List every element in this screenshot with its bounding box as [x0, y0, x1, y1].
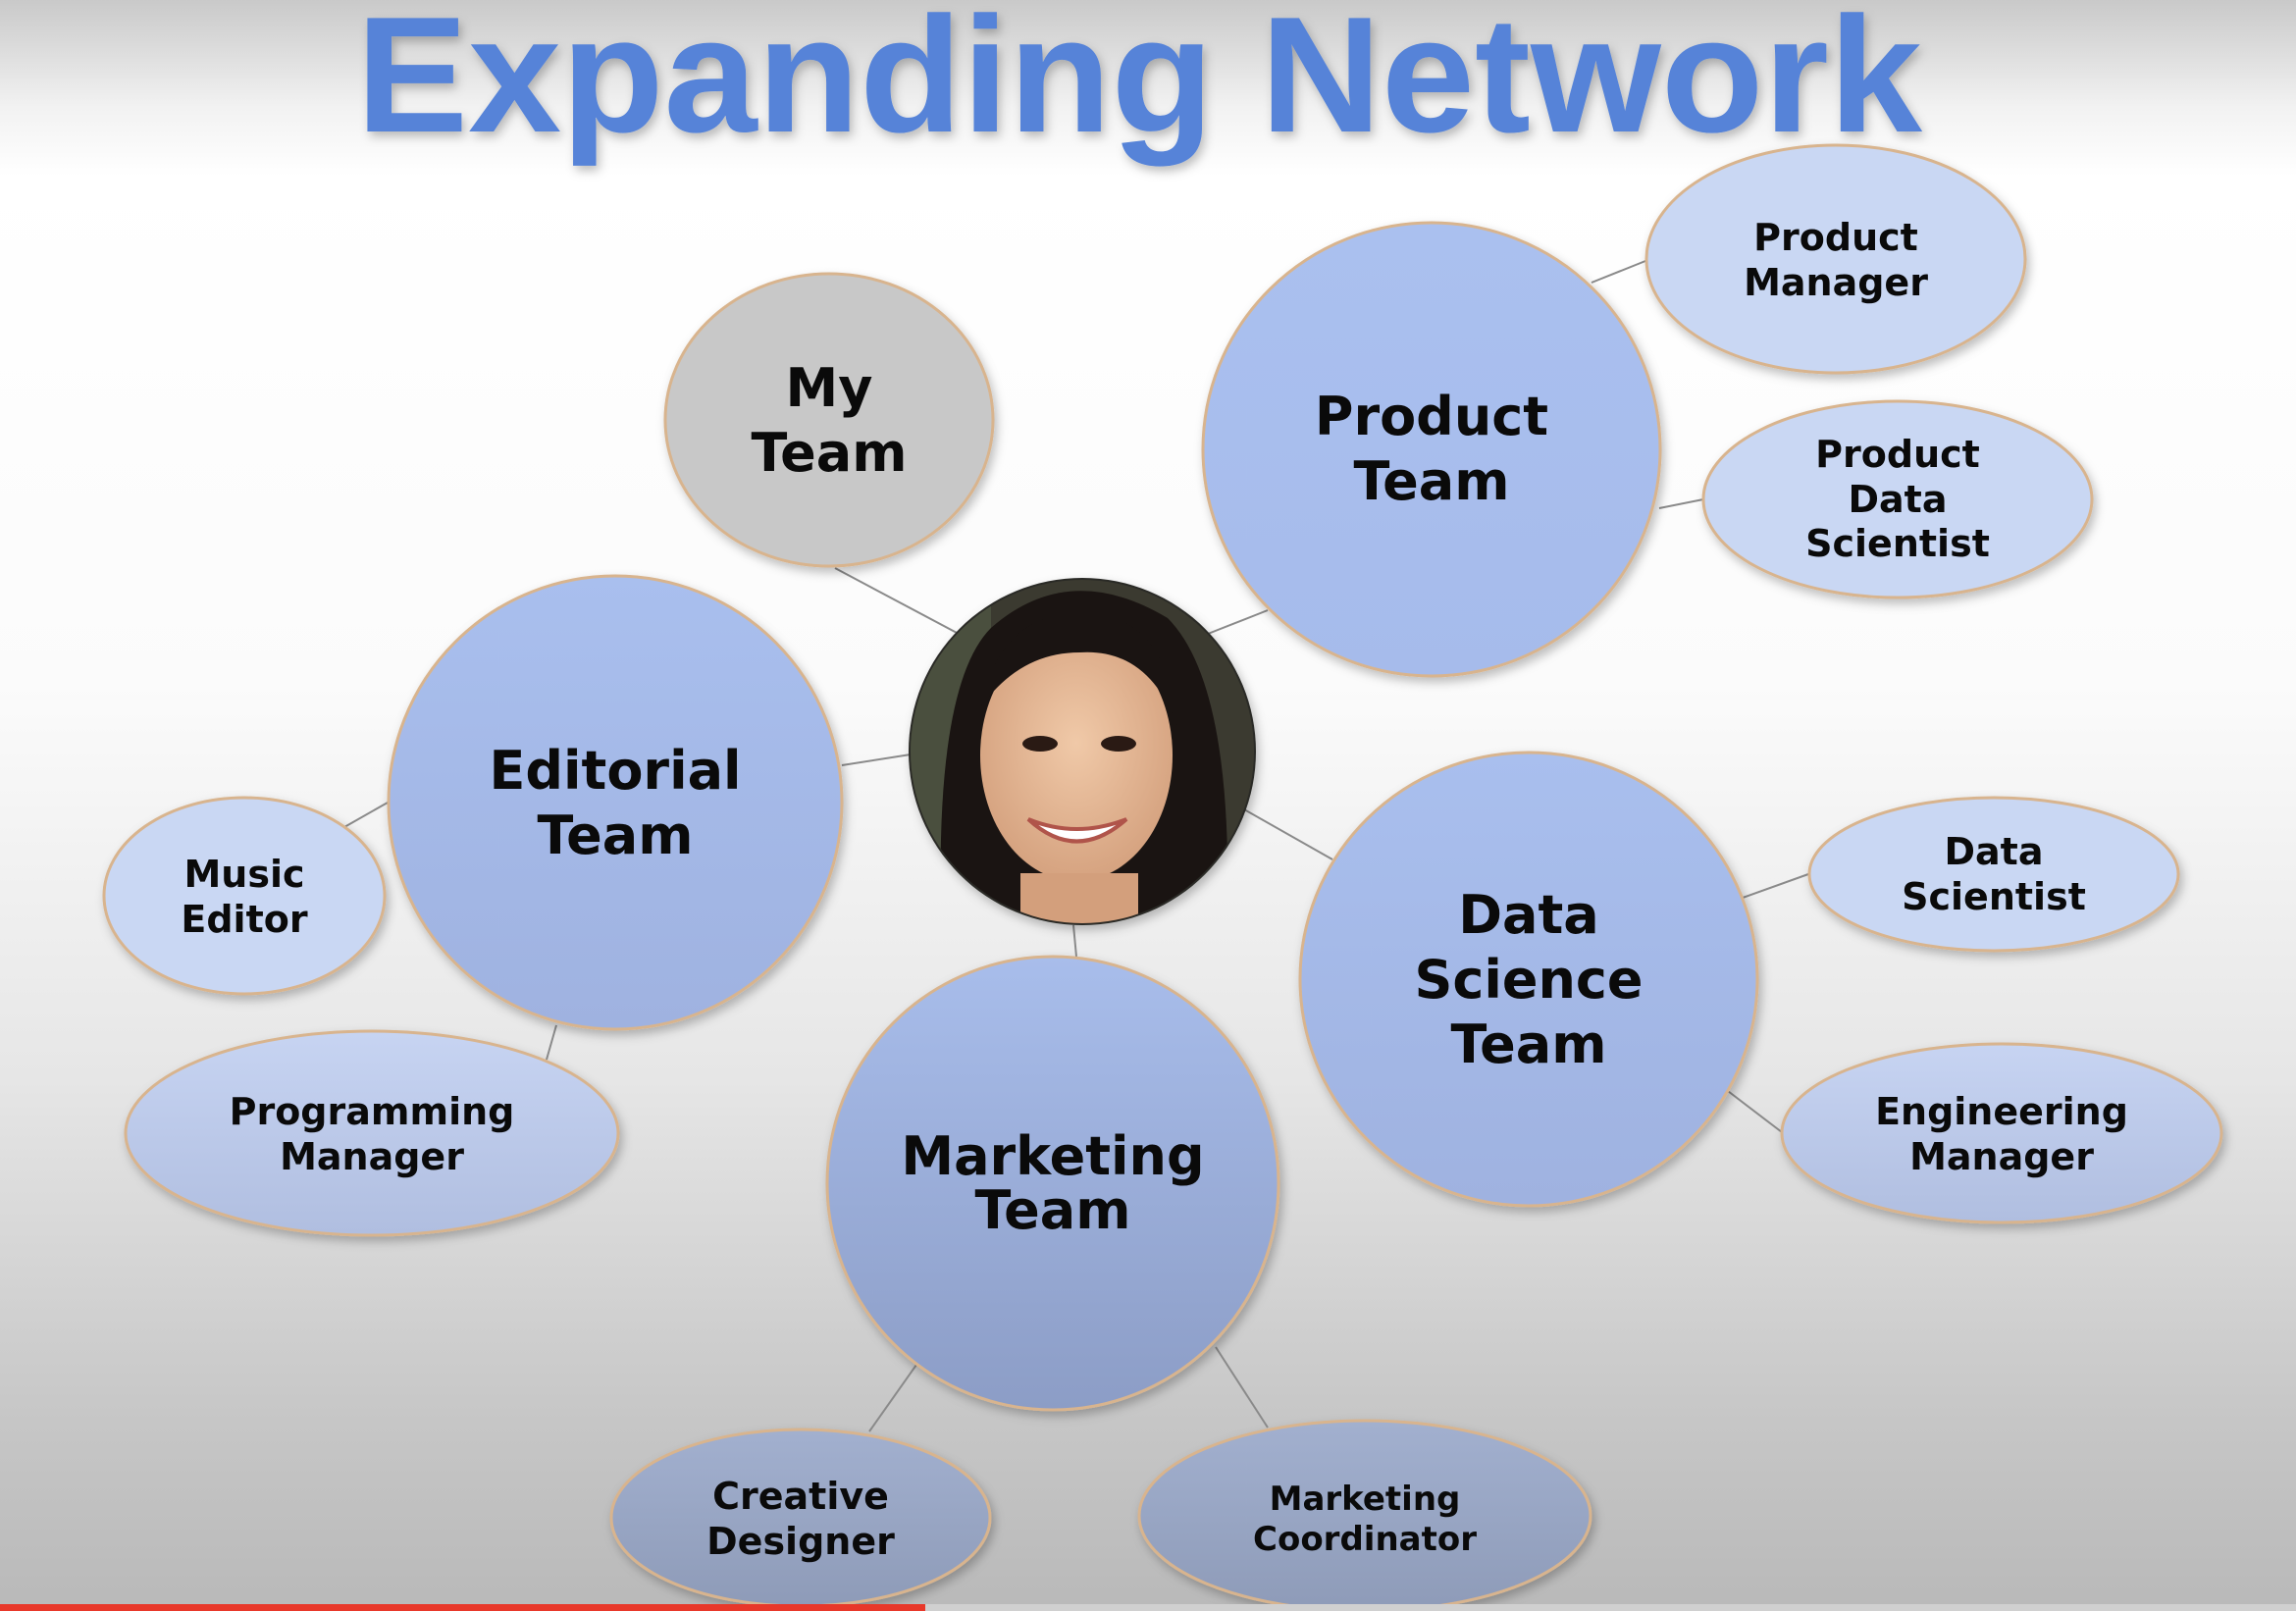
node-label: Team [1451, 1013, 1607, 1075]
connector [834, 567, 960, 635]
node-marketing-team: Marketing Team [825, 955, 1280, 1412]
connectors [343, 260, 1809, 1432]
node-label: Scientist [1805, 522, 1990, 565]
connector [1658, 498, 1704, 509]
node-label: Coordinator [1253, 1520, 1477, 1559]
video-progress-fill [0, 1604, 926, 1611]
node-label: Manager [280, 1135, 464, 1178]
node-creative-designer: Creative Designer [609, 1428, 992, 1608]
node-label: Marketing [901, 1125, 1204, 1187]
node-label: Editor [181, 898, 307, 941]
node-music-editor: Music Editor [102, 796, 387, 996]
connector [1215, 1346, 1269, 1429]
node-label: Science [1414, 949, 1643, 1011]
node-label: Manager [1744, 261, 1928, 304]
node-editorial-team: Editorial Team [387, 574, 844, 1031]
node-data-scientist: Data Scientist [1807, 796, 2180, 953]
connector [1243, 808, 1333, 860]
node-label: Team [752, 422, 908, 484]
connector [1591, 260, 1646, 284]
node-product-data-scientist: Product Data Scientist [1701, 399, 2094, 599]
connector [1727, 1090, 1783, 1133]
node-label: Music [183, 853, 304, 896]
node-label: Engineering [1875, 1090, 2128, 1133]
connector [1742, 873, 1809, 899]
node-label: Data [1849, 478, 1948, 521]
connector [868, 1364, 917, 1432]
connector [546, 1024, 557, 1061]
node-programming-manager: Programming Manager [124, 1029, 620, 1237]
node-label: Programming [230, 1090, 515, 1133]
node-product-manager: Product Manager [1644, 143, 2027, 375]
node-data-science-team: Data Science Team [1298, 751, 1759, 1208]
node-product-team: Product Team [1201, 221, 1662, 678]
node-label: Team [975, 1179, 1131, 1241]
video-progress-bar[interactable] [0, 1604, 2296, 1611]
connector [1072, 924, 1077, 958]
node-label: Scientist [1902, 875, 2086, 918]
node-label: Team [538, 805, 694, 866]
node-label: Team [1354, 450, 1510, 512]
node-label: Creative [712, 1475, 889, 1518]
node-engineering-manager: Engineering Manager [1780, 1042, 2223, 1224]
node-label: Product [1315, 386, 1548, 447]
node-label: Marketing [1270, 1480, 1461, 1519]
page-title: Expanding Network [356, 0, 1923, 167]
node-label: Editorial [489, 740, 741, 802]
node-label: Product [1753, 216, 1918, 259]
node-label: Product [1815, 433, 1980, 476]
node-my-team: My Team [663, 272, 995, 568]
profile-photo [909, 578, 1256, 925]
connector [343, 802, 389, 828]
node-label: My [786, 357, 873, 419]
node-label: Data [1458, 884, 1599, 946]
connector [1207, 609, 1269, 635]
node-label: Designer [706, 1520, 895, 1563]
node-label: Data [1945, 830, 2044, 873]
node-label: Manager [1909, 1135, 2094, 1178]
node-marketing-coordinator: Marketing Coordinator [1137, 1419, 1592, 1611]
connector [841, 754, 912, 766]
